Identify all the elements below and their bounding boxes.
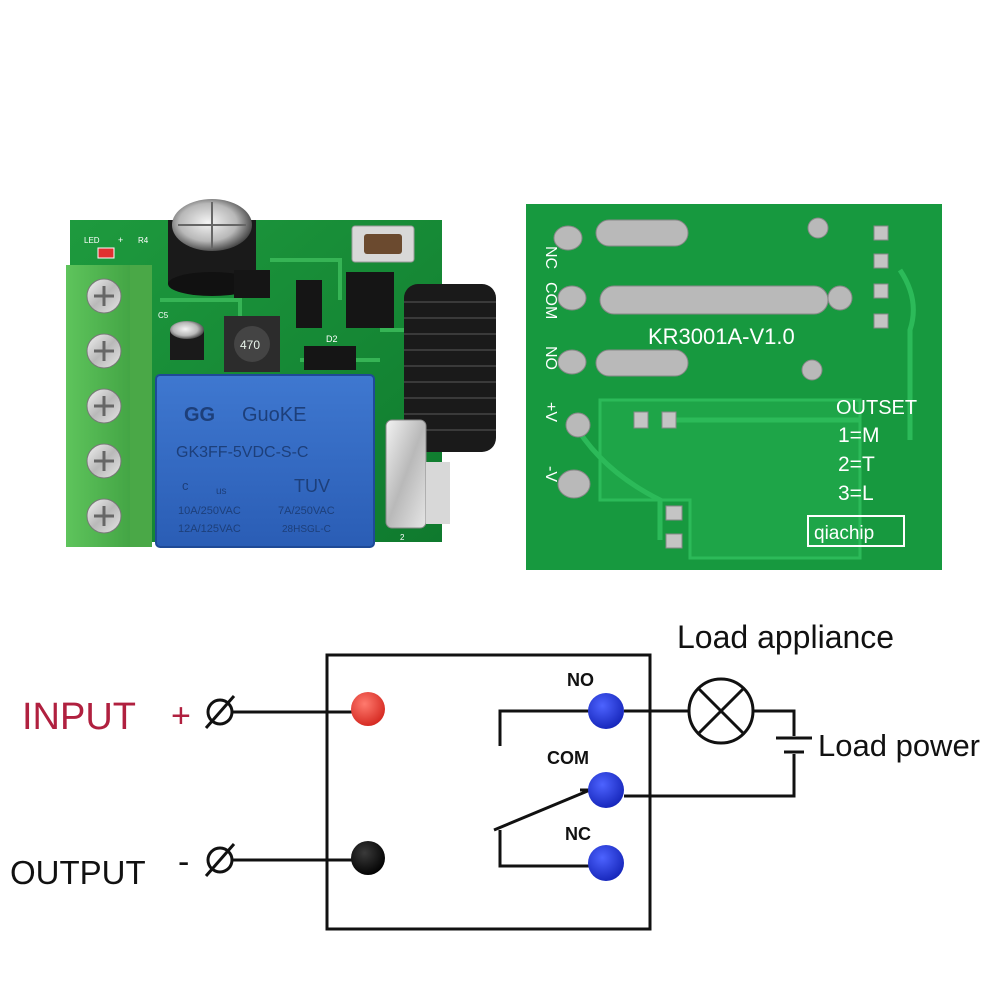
outset-mode-3: 3=L [838, 482, 874, 505]
board-mark-1: R4 [138, 236, 149, 245]
terminal-screw-2 [86, 333, 122, 369]
pad-top-right [807, 217, 829, 239]
diode-label: D2 [326, 334, 338, 344]
terminal-screw-4 [86, 443, 122, 479]
output-dot [351, 841, 385, 875]
back-pin-no: NO [542, 346, 559, 370]
back-pads [553, 217, 889, 549]
back-pin-minus-v: -V [542, 466, 559, 482]
brand-box [807, 515, 905, 547]
switch-blade [493, 788, 591, 832]
outset-mode-2: 2=T [838, 453, 875, 476]
slot-pad-1 [595, 219, 689, 247]
relay-rating-2: 7A/250VAC [278, 505, 335, 517]
connector-pins [426, 462, 450, 524]
output-terminal-symbol [204, 843, 236, 877]
smd-pad-4 [665, 533, 683, 549]
wiring-diagram: INPUT + OUTPUT - NO COM NC [10, 619, 980, 931]
module-box [325, 653, 652, 931]
nc-terminal-dot [588, 845, 624, 881]
input-terminal-symbol [204, 695, 236, 729]
inductor: 470 [224, 316, 280, 372]
no-internal-wire [498, 709, 606, 746]
back-pin-com: COM [542, 282, 559, 319]
battery-icon [776, 736, 812, 754]
smd-pad-3 [665, 505, 683, 521]
pad-com [557, 285, 587, 311]
back-brand: qiachip [814, 523, 874, 544]
load-wire-2 [753, 709, 796, 736]
nc-label: NC [565, 824, 591, 844]
outset-title: OUTSET [836, 397, 917, 419]
smd-pad-2 [661, 411, 677, 429]
cap-label: C5 [158, 311, 169, 320]
led [97, 247, 115, 259]
relay-rating-3: 12A/125VAC [178, 523, 241, 535]
pcb-trace [160, 258, 420, 362]
relay-cert: TUV [294, 476, 330, 496]
terminal-block-side [130, 265, 152, 547]
com-terminal-dot [588, 772, 624, 808]
electrolytic-capacitor [168, 199, 256, 296]
pad-mid-right [801, 359, 823, 381]
antenna-coil [404, 284, 496, 452]
input-dot [351, 692, 385, 726]
mode-pad-4 [873, 313, 889, 329]
mode-pad-2 [873, 253, 889, 269]
ic-chip-1 [234, 270, 270, 298]
terminal-screw-1 [86, 278, 122, 314]
pad-minus-v [557, 469, 591, 499]
ic-chip-3 [296, 280, 322, 328]
mode-pad-3 [873, 283, 889, 299]
push-button [351, 225, 415, 263]
relay-rating-4: 28HSGL-C [282, 524, 331, 535]
relay-cert-prefix: c [182, 478, 189, 493]
board-mark-2: + [118, 235, 123, 245]
relay-cert-suffix: us [216, 486, 227, 497]
no-terminal-dot [588, 693, 624, 729]
back-pin-plus-v: +V [542, 402, 559, 422]
no-label: NO [567, 670, 594, 690]
pad-no [557, 349, 587, 375]
relay-model: GK3FF-5VDC-S-C [176, 444, 308, 461]
copper-pour [598, 398, 862, 560]
crystal [385, 419, 427, 529]
back-pin-nc: NC [542, 246, 559, 269]
corner-mark: 2 [400, 533, 405, 542]
relay-brand-mark: GG [184, 404, 215, 426]
input-label: INPUT [22, 696, 136, 738]
pad-plus-v [565, 412, 591, 438]
outset-mode-1: 1=M [838, 424, 879, 447]
diode [304, 346, 356, 370]
pad-nc [553, 225, 583, 251]
slot-pad-2 [599, 285, 829, 315]
relay: GG GuoKE GK3FF-5VDC-S-C c us TUV 10A/250… [155, 374, 375, 548]
terminal-screws [86, 278, 122, 534]
back-model: KR3001A-V1.0 [648, 324, 795, 349]
load-power-label: Load power [818, 728, 980, 763]
inductor-code: 470 [240, 338, 260, 352]
small-capacitor: C5 [158, 311, 204, 360]
led-label: LED [84, 236, 100, 245]
back-board: NC COM NO +V -V KR3001A-V1.0 OUTSET 1=M … [526, 204, 942, 570]
input-terminal-sign: + [171, 697, 191, 735]
pad-right-1 [827, 285, 853, 311]
output-label: OUTPUT [10, 854, 146, 891]
load-wire-3 [624, 754, 796, 798]
com-label: COM [547, 748, 589, 768]
relay-brand: GuoKE [242, 404, 306, 426]
terminal-screw-3 [86, 388, 122, 424]
output-terminal-sign: - [178, 843, 189, 881]
smd-pad-1 [633, 411, 649, 429]
ic-chip-2 [346, 272, 394, 328]
nc-internal-wire [498, 830, 606, 868]
slot-pad-3 [595, 349, 689, 377]
front-board: LED R4 + C5 [66, 199, 496, 548]
load-appliance-label: Load appliance [677, 619, 894, 655]
relay-rating-1: 10A/250VAC [178, 505, 241, 517]
mode-pad-1 [873, 225, 889, 241]
terminal-screw-5 [86, 498, 122, 534]
lamp-icon [687, 677, 755, 745]
